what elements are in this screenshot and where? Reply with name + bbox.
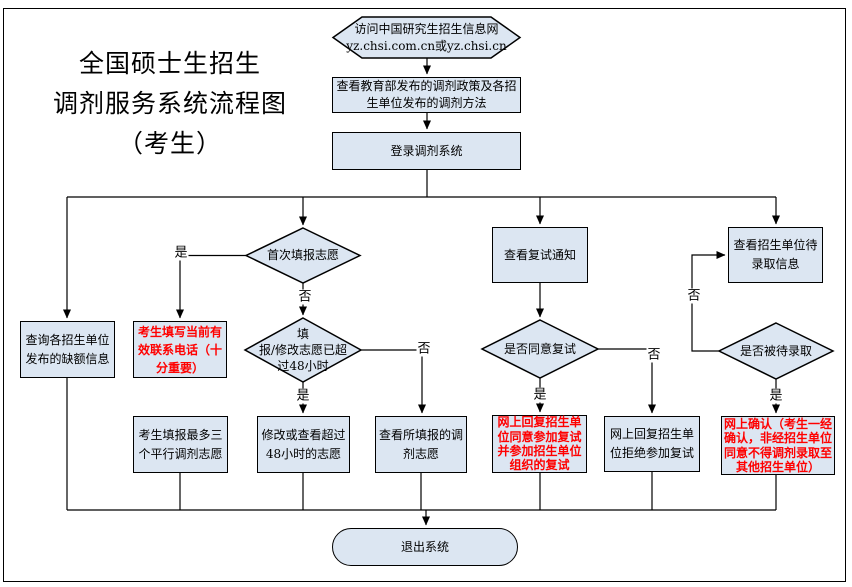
decision-firsttime-shape bbox=[244, 227, 362, 284]
branch-label-no: 否 bbox=[686, 288, 702, 304]
node-online-confirm: 网上确认（考生一经 确认，非经招生单位 同意不得调剂录取至 其他招生单位） bbox=[721, 416, 835, 475]
decision-agree-shape bbox=[480, 319, 600, 379]
decision-over48h-shape bbox=[243, 317, 363, 383]
node-view-policy: 查看教育部发布的调剂政策及各招 生单位发布的调剂方法 bbox=[332, 77, 521, 113]
node-view-pending: 查看招生单位待 录取信息 bbox=[728, 227, 823, 283]
branch-label-no: 否 bbox=[646, 347, 662, 363]
shape-nodes bbox=[243, 16, 835, 383]
start-hexagon-shape bbox=[331, 16, 522, 59]
node-decision-agree-interview: 是否同意复试 bbox=[503, 341, 576, 356]
node-login-system: 登录调剂系统 bbox=[332, 132, 521, 170]
connector-agree-no-replyrefuse bbox=[598, 348, 656, 414]
decision-admitted-shape bbox=[717, 322, 835, 380]
branch-label-yes: 是 bbox=[532, 387, 548, 403]
branch-label-no: 否 bbox=[297, 289, 313, 305]
connectors bbox=[63, 58, 780, 526]
branch-label-yes: 是 bbox=[173, 245, 189, 261]
outer-border bbox=[3, 8, 846, 582]
branch-label-yes: 是 bbox=[295, 388, 311, 404]
node-decision-first-time: 首次填报志愿 bbox=[266, 248, 339, 263]
node-view-filled: 查看所填报的调 剂志愿 bbox=[375, 416, 467, 473]
node-exit-system: 退出系统 bbox=[332, 528, 518, 566]
node-visit-site: 访问中国研究生招生信息网 yz.chsi.com.cn或yz.chsi.cn bbox=[346, 22, 507, 53]
connector-firsttime-yes-phone bbox=[176, 254, 246, 319]
branch-label-yes: 是 bbox=[768, 388, 784, 404]
node-reply-refuse: 网上回复招生单 位拒绝参加复试 bbox=[604, 416, 700, 472]
node-modify-over-48h: 修改或查看超过 48小时的志愿 bbox=[257, 416, 350, 473]
node-decision-over-48h: 填 报/修改志愿已超 过48小时 bbox=[258, 326, 348, 374]
node-decision-admitted: 是否被待录取 bbox=[739, 343, 812, 358]
node-reply-agree: 网上回复招生单 位同意参加复试 并参加招生单位 组织的复试 bbox=[492, 415, 587, 473]
node-query-deficiency: 查询各招生单位 发布的缺额信息 bbox=[20, 321, 115, 378]
node-fill-phone: 考生填写当前有 效联系电话（十 分重要） bbox=[133, 321, 227, 378]
connector-over48h-no-viewfilled bbox=[361, 349, 426, 414]
branch-label-no: 否 bbox=[416, 341, 432, 357]
node-view-notice: 查看复试通知 bbox=[492, 227, 588, 283]
node-fill-max-three: 考生填报最多三 个平行调剂志愿 bbox=[133, 416, 228, 473]
chart-title: 全国硕士生招生 调剂服务系统流程图 （考生） bbox=[52, 49, 287, 158]
